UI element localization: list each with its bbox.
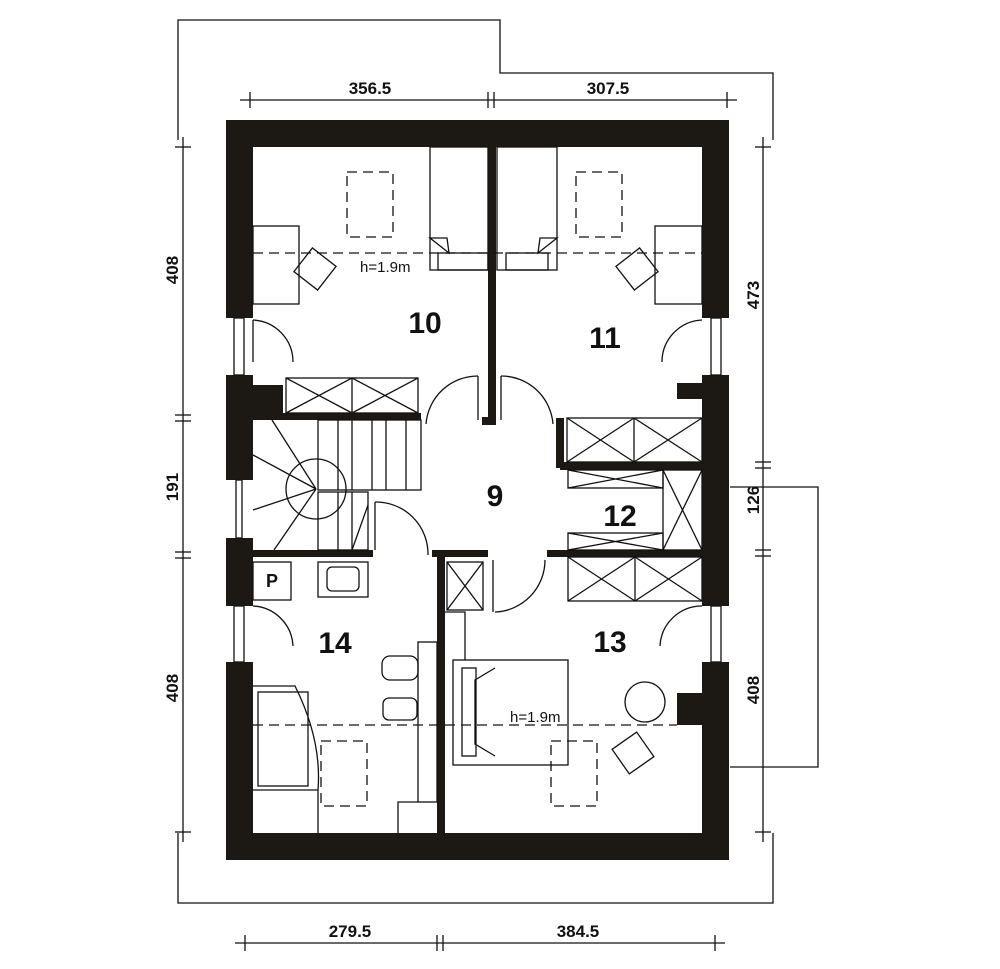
room-number-14: 14 [318,627,352,660]
room-number-10: 10 [408,307,441,340]
wardrobes [285,377,703,611]
dimension-bottom: 279.5 384.5 [235,922,725,951]
dim-label: 384.5 [557,922,600,941]
room-number-11: 11 [589,322,621,355]
room-number-12: 12 [603,500,636,533]
room-number-13: 13 [593,626,626,659]
dim-label: 408 [163,256,182,284]
dimension-top: 356.5 307.5 [240,79,737,108]
roof-outline-right [730,486,819,768]
dim-label: 126 [744,486,763,514]
dim-label: 191 [163,473,182,501]
dim-label: 307.5 [587,79,630,98]
dim-label: 473 [744,281,763,309]
dim-label: 356.5 [349,79,392,98]
dimension-right: 473 126 408 [744,137,771,842]
windows [233,317,722,663]
pantry-label: P [266,571,278,591]
dim-label: 408 [163,674,182,702]
interior-walls [253,147,702,833]
roof-outline-top [177,19,774,140]
furniture: P [252,146,703,833]
dimension-left: 408 191 408 [163,137,191,842]
ceiling-height-note: h=1.9m [510,709,560,726]
outer-walls [226,120,729,860]
roof-outline-bottom [177,833,774,904]
staircase [252,419,422,551]
dim-label: 279.5 [329,922,372,941]
room-number-9: 9 [487,480,504,513]
ceiling-height-note: h=1.9m [360,259,410,276]
doors [252,319,703,647]
dim-label: 408 [744,676,763,704]
